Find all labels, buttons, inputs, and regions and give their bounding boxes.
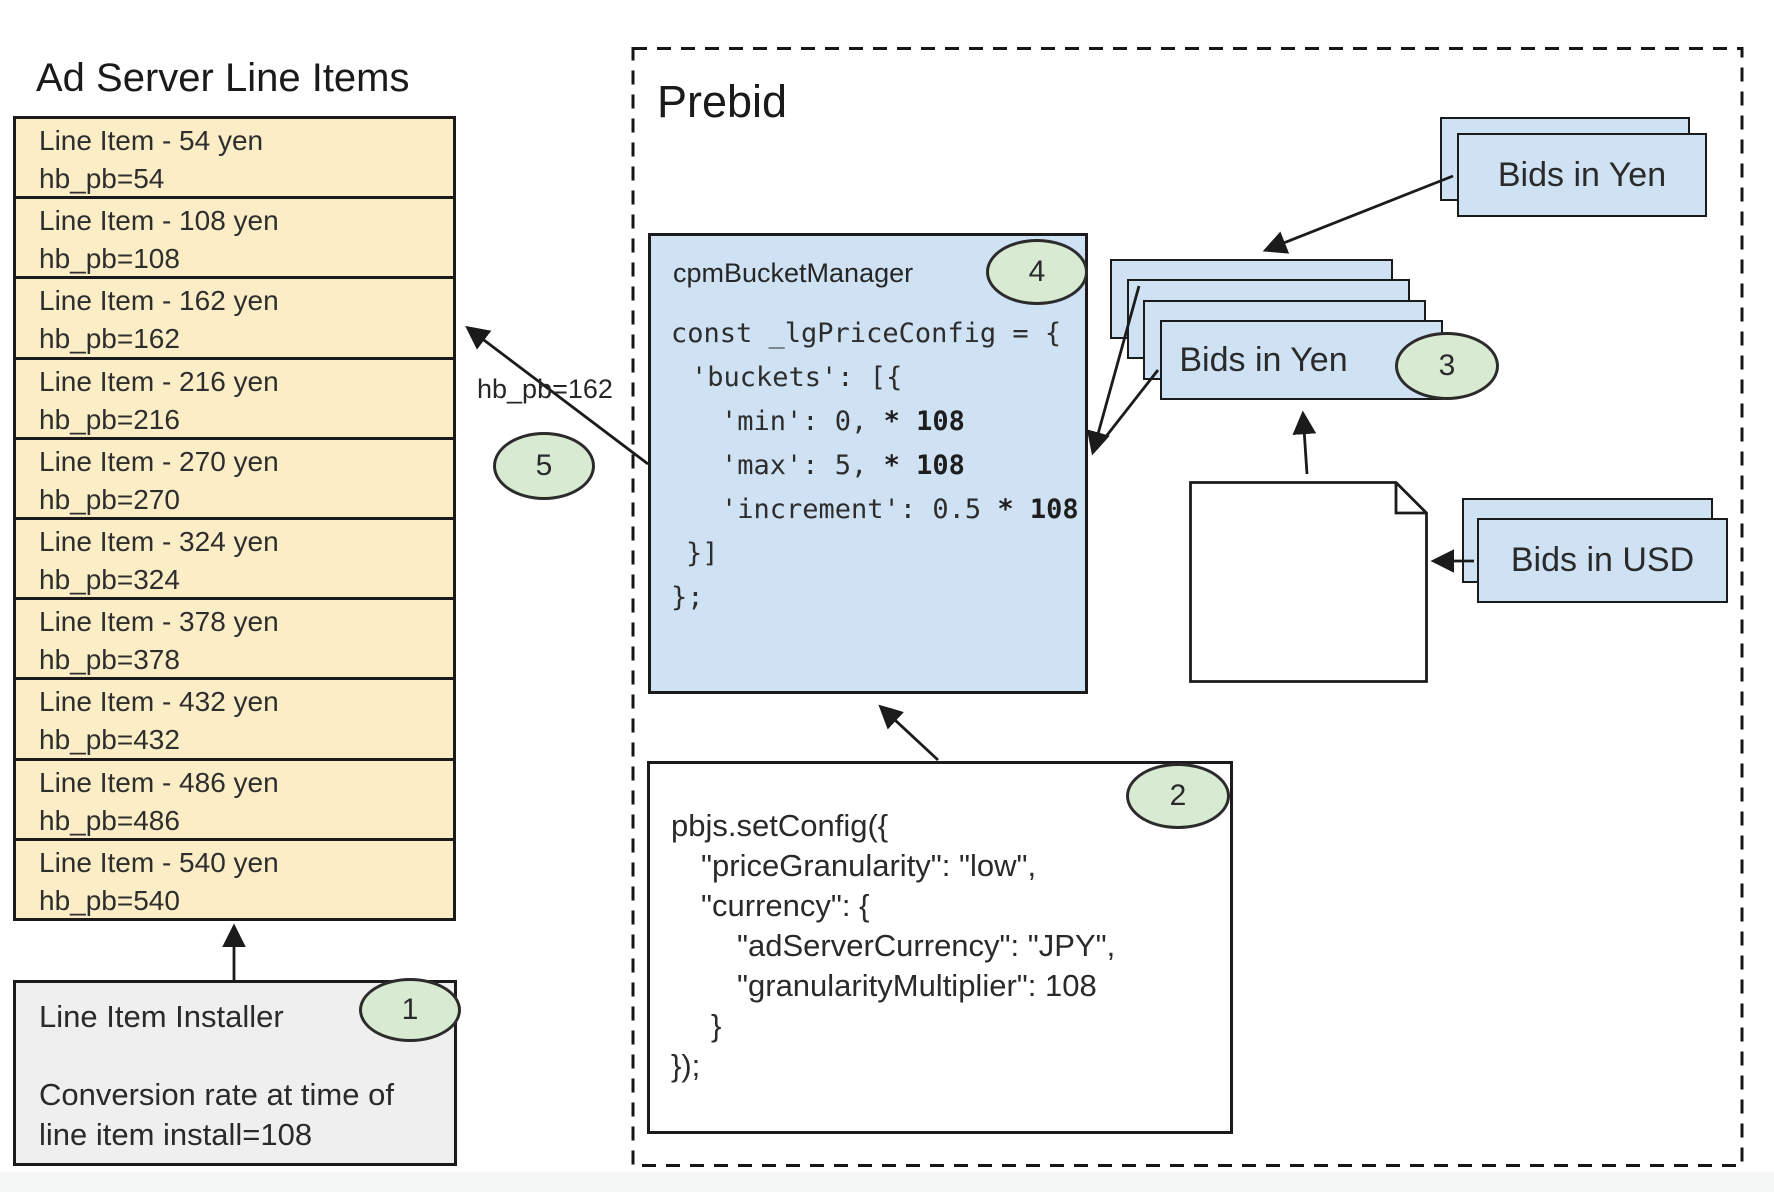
line-item-label: Line Item - 540 yen bbox=[39, 846, 279, 878]
line-item-label: Line Item - 432 yen bbox=[39, 686, 279, 718]
conversion-rate-line3: rate = 110 bbox=[1212, 624, 1351, 659]
cpm-bucket-manager-label: cpmBucketManager bbox=[673, 258, 914, 288]
hb-pb-flow-label: hb_pb=162 bbox=[477, 374, 613, 404]
conversion-rate-note: Current conversion rate = 110 bbox=[1212, 514, 1412, 667]
step-badge-3: 3 bbox=[1395, 332, 1499, 400]
line-item-row: Line Item - 162 yen hb_pb=162 bbox=[16, 276, 453, 356]
code-line: 'max': 5, * 108 bbox=[721, 450, 965, 481]
code-line: } bbox=[711, 1008, 722, 1043]
line-item-hb-pb: hb_pb=486 bbox=[39, 804, 180, 836]
line-item-hb-pb: hb_pb=432 bbox=[39, 724, 180, 756]
line-item-row: Line Item - 270 yen hb_pb=270 bbox=[16, 436, 453, 517]
step-badge-1: 1 bbox=[359, 978, 461, 1042]
conversion-rate-line2: conversion bbox=[1212, 573, 1362, 608]
line-item-row: Line Item - 54 yen hb_pb=54 bbox=[16, 119, 453, 196]
conversion-rate-line1: Current bbox=[1212, 522, 1316, 557]
line-item-hb-pb: hb_pb=378 bbox=[39, 644, 180, 676]
arrow-conversion-to-stack bbox=[1292, 410, 1317, 475]
arrow-yenstack-to-bucket-2 bbox=[1095, 369, 1160, 449]
installer-conversion-note-line1: Conversion rate at time of bbox=[39, 1077, 394, 1112]
step-badge-4: 4 bbox=[986, 239, 1088, 305]
line-item-hb-pb: hb_pb=54 bbox=[39, 163, 165, 194]
line-item-row: Line Item - 108 yen hb_pb=108 bbox=[16, 196, 453, 276]
code-line: 'increment': 0.5 * 108 bbox=[721, 494, 1079, 525]
setconfig-code: pbjs.setConfig({"priceGranularity": "low… bbox=[671, 806, 1224, 1086]
line-item-hb-pb: hb_pb=270 bbox=[39, 483, 180, 515]
line-item-label: Line Item - 108 yen bbox=[39, 205, 279, 237]
bids-in-yen-top-card: Bids in Yen bbox=[1457, 133, 1707, 217]
code-line: const _lgPriceConfig = { bbox=[671, 318, 1062, 349]
line-item-row: Line Item - 432 yen hb_pb=432 bbox=[16, 677, 453, 757]
code-line: 'min': 0, * 108 bbox=[721, 406, 965, 437]
bids-in-yen-top-label: Bids in Yen bbox=[1497, 155, 1667, 194]
line-item-label: Line Item - 486 yen bbox=[39, 766, 279, 798]
ad-server-title: Ad Server Line Items bbox=[36, 56, 410, 100]
line-item-row: Line Item - 216 yen hb_pb=216 bbox=[16, 356, 453, 437]
bids-in-usd-label: Bids in USD bbox=[1510, 541, 1695, 579]
line-item-label: Line Item - 54 yen bbox=[39, 125, 264, 156]
prebid-title: Prebid bbox=[657, 76, 788, 127]
line-item-row: Line Item - 324 yen hb_pb=324 bbox=[16, 517, 453, 597]
arrow-topyen-to-stack bbox=[1262, 174, 1454, 254]
line-item-label: Line Item - 270 yen bbox=[39, 445, 279, 477]
code-line: }] bbox=[686, 538, 719, 569]
code-line: 'buckets': [{ bbox=[691, 362, 903, 393]
line-item-hb-pb: hb_pb=216 bbox=[39, 403, 180, 435]
page-bottom-strip bbox=[0, 1172, 1774, 1192]
code-line: }; bbox=[671, 582, 704, 613]
bids-in-usd-card: Bids in USD bbox=[1477, 518, 1728, 603]
step-badge-2: 2 bbox=[1126, 763, 1230, 829]
line-item-hb-pb: hb_pb=540 bbox=[39, 884, 180, 916]
line-item-row: Line Item - 378 yen hb_pb=378 bbox=[16, 597, 453, 677]
line-item-hb-pb: hb_pb=108 bbox=[39, 243, 180, 275]
arrow-setconfig-to-bucket bbox=[878, 704, 939, 762]
line-item-hb-pb: hb_pb=162 bbox=[39, 323, 180, 355]
line-item-label: Line Item - 378 yen bbox=[39, 606, 279, 638]
step-badge-5: 5 bbox=[493, 432, 595, 500]
installer-conversion-note-line2: line item install=108 bbox=[39, 1117, 313, 1152]
code-line: "adServerCurrency": "JPY", bbox=[737, 928, 1116, 963]
line-item-label: Line Item - 162 yen bbox=[39, 285, 279, 317]
bids-in-yen-stack-label: Bids in Yen bbox=[1179, 340, 1348, 379]
line-item-label: Line Item - 216 yen bbox=[39, 365, 279, 397]
code-line: "currency": { bbox=[701, 888, 870, 923]
code-line: "granularityMultiplier": 108 bbox=[737, 968, 1097, 1003]
price-config-code: const _lgPriceConfig = { 'buckets': [{ 'mi… bbox=[671, 312, 1079, 620]
code-line: "priceGranularity": "low", bbox=[701, 848, 1037, 883]
installer-title: Line Item Installer bbox=[39, 999, 284, 1034]
line-item-row: Line Item - 486 yen hb_pb=486 bbox=[16, 757, 453, 838]
line-item-label: Line Item - 324 yen bbox=[39, 526, 279, 558]
line-item-hb-pb: hb_pb=324 bbox=[39, 564, 180, 596]
line-item-row: Line Item - 540 yen hb_pb=540 bbox=[16, 837, 453, 918]
code-line: }); bbox=[671, 1048, 701, 1083]
